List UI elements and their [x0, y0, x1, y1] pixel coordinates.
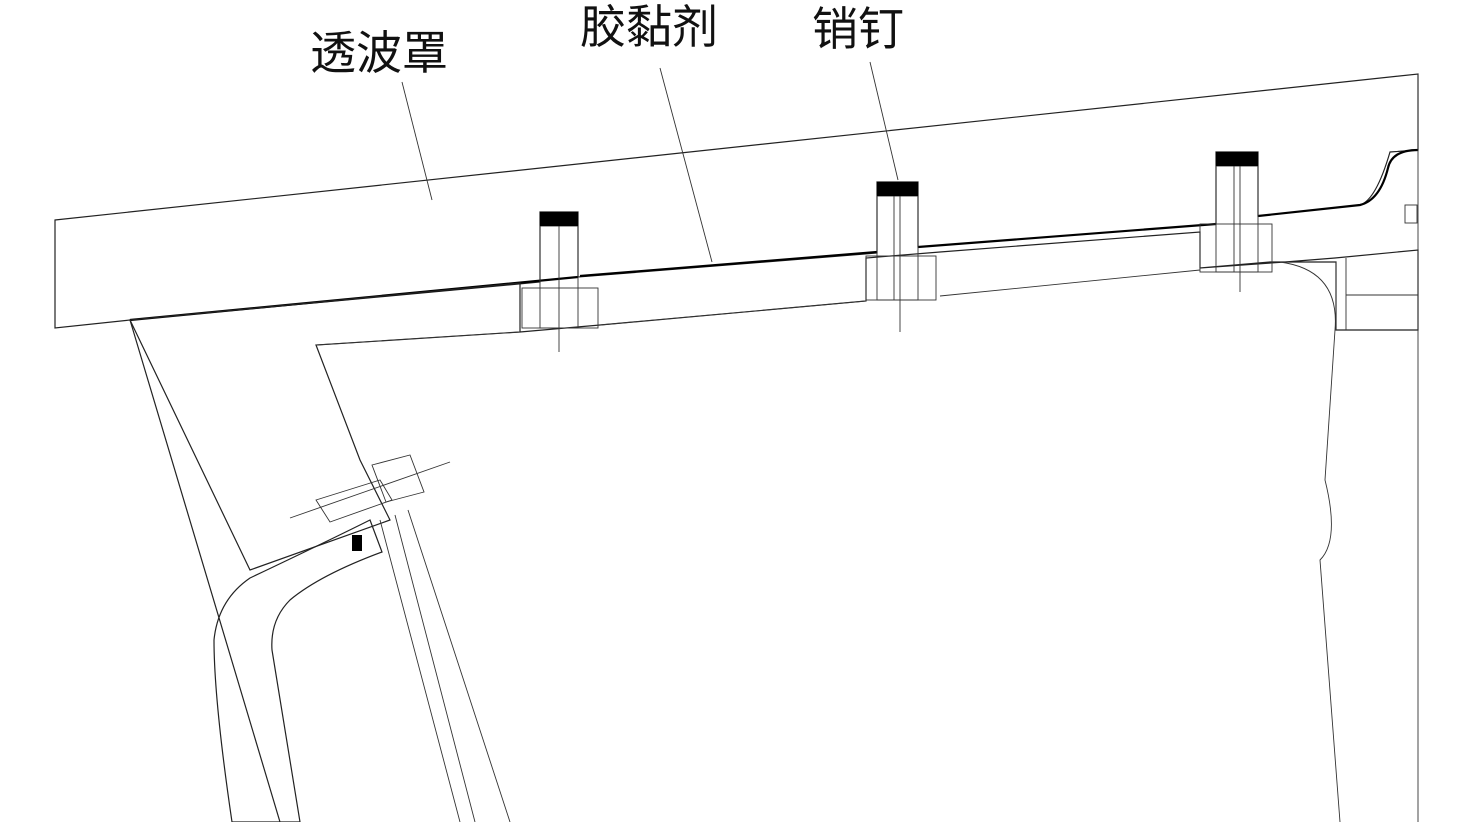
adhesive-label: 胶黏剂 — [580, 0, 718, 54]
flange-bolt — [289, 454, 451, 551]
leader-pin — [869, 61, 899, 181]
metal-frame — [129, 231, 1419, 571]
radome-label: 透波罩 — [310, 26, 448, 80]
pin-label: 销钉 — [812, 2, 904, 56]
left-frame-wall — [129, 319, 511, 822]
pin-2 — [865, 182, 937, 332]
pin-3 — [1199, 152, 1273, 292]
inner-cavity — [315, 74, 1419, 822]
adhesive-line — [129, 148, 1419, 322]
leader-radome — [401, 81, 433, 201]
leader-adhesive — [659, 67, 713, 263]
pin-1 — [521, 212, 599, 352]
radome-shell — [54, 73, 1419, 329]
leader-lines — [401, 61, 899, 263]
